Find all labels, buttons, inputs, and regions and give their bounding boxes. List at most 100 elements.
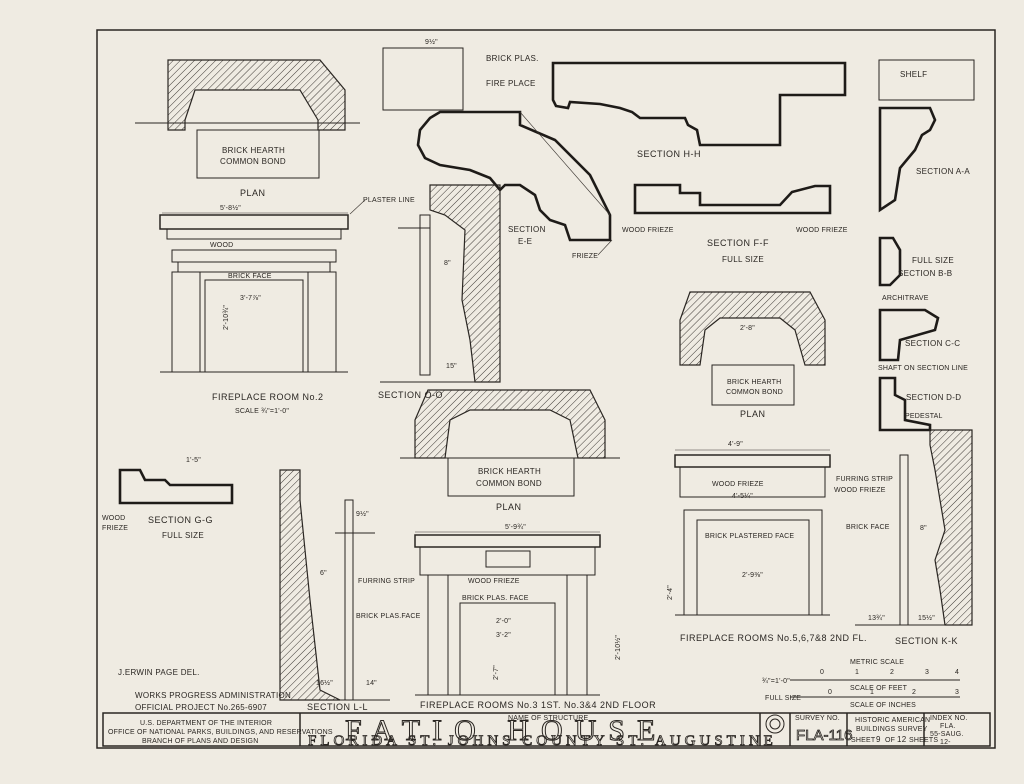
dim-2-9-3-8: 2'-9⅜" — [742, 572, 763, 579]
title-main: FATIO HOUSE — [345, 714, 667, 747]
plan-label-1: PLAN — [240, 188, 266, 198]
sections-b-c-d: FULL SIZE SECTION B-B ARCHITRAVE SECTION… — [878, 236, 968, 432]
metric-tick-1: 1 — [855, 669, 859, 676]
section-f-f-label: SECTION F-F — [707, 238, 769, 248]
fireplace-room-2-elevation: 5'-8½" PLASTER LINE WOOD BRICK FACE 3'-7… — [159, 197, 415, 415]
survey-code: FLA-116 — [796, 727, 852, 744]
full-size-label-3: FULL SIZE — [162, 531, 204, 540]
dim-5-8half: 5'-8½" — [220, 204, 241, 212]
section-l-l-label: SECTION L-L — [307, 702, 368, 712]
common-bond-label-3: COMMON BOND — [476, 479, 542, 488]
section-g-g-label: SECTION G-G — [148, 515, 213, 525]
hearth-plan-rooms-3-4: BRICK HEARTH COMMON BOND PLAN — [400, 389, 620, 512]
section-d-d-label: SECTION D-D — [906, 393, 961, 402]
brick-hearth-label: BRICK HEARTH — [222, 146, 285, 155]
section-f-f: WOOD FRIEZE WOOD FRIEZE SECTION F-F FULL… — [622, 183, 848, 264]
survey-no-label: SURVEY NO. — [795, 715, 840, 722]
sheet-border — [96, 29, 996, 749]
habs-seal-icon — [765, 714, 785, 734]
index-line-2: 55-SAUG. — [930, 731, 964, 738]
metric-tick-0: 0 — [820, 669, 824, 676]
inch-tick-1: 1 — [870, 689, 874, 696]
section-k-k-label: SECTION K-K — [895, 636, 958, 646]
sheet-label: SHEET — [851, 737, 876, 744]
section-g-g: 1'-5" WOOD FRIEZE SECTION G-G FULL SIZE — [102, 457, 234, 540]
brick-plas-label: BRICK PLAS. — [486, 54, 539, 63]
dim-8-2: 8" — [920, 525, 927, 532]
sheets-label: SHEETS — [909, 737, 938, 744]
metric-scale-label: METRIC SCALE — [850, 659, 904, 666]
wood-frieze-label-5: WOOD FRIEZE — [834, 487, 886, 494]
dim-15half: 15½" — [918, 614, 935, 622]
fire-place-label: FIRE PLACE — [486, 79, 536, 88]
title-sub: FLORIDA ST. JOHNS COUNTY ST. AUGUSTINE — [308, 733, 777, 749]
brick-face-label: BRICK FACE — [228, 273, 272, 280]
of-label: OF — [885, 737, 895, 744]
section-o-o-label: SECTION O-O — [378, 390, 443, 400]
section-l-l: 9½" 6" FURRING STRIP BRICK PLAS.FACE 16½… — [279, 469, 421, 712]
official-project-label: OFFICIAL PROJECT No.265-6907 — [135, 703, 267, 712]
plaster-line-label: PLASTER LINE — [363, 197, 415, 204]
usdi-label: U.S. DEPARTMENT OF THE INTERIOR — [140, 720, 272, 727]
full-size-label-1: FULL SIZE — [722, 255, 764, 264]
dim-3-7-8: 3'-7⅞" — [240, 295, 261, 302]
pedestal-label: PEDESTAL — [905, 413, 943, 420]
frieze-label-2: FRIEZE — [102, 525, 128, 532]
brick-hearth-label-3: BRICK HEARTH — [478, 467, 541, 476]
inch-tick-3: 3 — [955, 689, 959, 696]
dim-15: 15" — [446, 363, 457, 370]
scale-feet-label: SCALE OF FEET — [850, 685, 908, 692]
brick-plas-face-label: BRICK PLAS.FACE — [356, 613, 421, 620]
furring-strip-label: FURRING STRIP — [358, 578, 415, 585]
dim-16half: 16½" — [316, 679, 333, 687]
dim-8: 8" — [444, 260, 451, 267]
sheets-total: 12 — [897, 735, 907, 744]
metric-tick-4: 4 — [955, 669, 959, 676]
dim-9half-2: 9½" — [356, 510, 369, 518]
dim-6: 6" — [320, 570, 327, 577]
name-of-structure-label: NAME OF STRUCTURE — [508, 715, 589, 722]
brick-plas-face-label-2: BRICK PLAS. FACE — [462, 595, 529, 602]
common-bond-label: COMMON BOND — [220, 157, 286, 166]
branch-label: BRANCH OF PLANS AND DESIGN — [142, 738, 258, 745]
fireplace-rooms-5-8-elevation: 4'-9" WOOD FRIEZE 4'-5¼" BRICK PLASTERED… — [667, 441, 867, 643]
hearth-plan-room-2: BRICK HEARTH COMMON BOND PLAN — [135, 59, 360, 198]
dim-2-0: 2'-0" — [496, 618, 511, 625]
graphic-scales: METRIC SCALE 0 1 2 3 4 ¾"=1'-0" SCALE OF… — [762, 659, 960, 709]
dim-4-5-1-4: 4'-5¼" — [732, 493, 753, 500]
dim-5-9-3-4: 5'-9¾" — [505, 524, 526, 531]
section-o-o: 8" 15" SECTION O-O — [378, 184, 501, 400]
plan-label-3: PLAN — [740, 409, 766, 419]
section-e-e-label-2: E-E — [518, 237, 532, 246]
wood-label-2: WOOD — [102, 515, 125, 522]
fireplace-rooms-3-label: FIREPLACE ROOMS No.3 1ST. No.3&4 2ND FLO… — [420, 700, 656, 710]
plan-label-2: PLAN — [496, 502, 522, 512]
brick-face-label-2: BRICK FACE — [846, 524, 890, 531]
habs-line-2: BUILDINGS SURVEY — [856, 726, 928, 733]
dim-4-9: 4'-9" — [728, 441, 743, 448]
shelf-label: SHELF — [900, 70, 927, 79]
section-a-a-label: SECTION A-A — [916, 167, 970, 176]
credits: J.ERWIN PAGE DEL. WORKS PROGRESS ADMINIS… — [118, 668, 291, 712]
furring-strip-label-2: FURRING STRIP — [836, 476, 893, 483]
scale-label-2: ¾"=1'-0" — [762, 678, 790, 685]
dim-2-7: 2'-7" — [493, 665, 500, 680]
dim-2-10-3-4: 2'-10¾" — [223, 305, 230, 330]
sheet-number: 9 — [876, 735, 881, 744]
inch-tick-2: 2 — [912, 689, 916, 696]
section-h-h-label: SECTION H-H — [637, 149, 701, 159]
office-parks-label: OFFICE OF NATIONAL PARKS, BUILDINGS, AND… — [108, 729, 333, 736]
dim-3-2: 3'-2" — [496, 632, 511, 639]
fireplace-room-2-label: FIREPLACE ROOM No.2 — [212, 392, 324, 402]
habs-seal-inner — [769, 718, 781, 730]
full-size-label-2: FULL SIZE — [912, 256, 954, 265]
wood-frieze-label-3: WOOD FRIEZE — [468, 578, 520, 585]
delineator-label: J.ERWIN PAGE DEL. — [118, 668, 200, 677]
index-line-1: FLA. — [940, 723, 956, 730]
dim-2-10: 2'-10½" — [614, 635, 622, 660]
wood-frieze-label-1: WOOD FRIEZE — [622, 227, 674, 234]
index-line-3: 12- — [940, 739, 951, 746]
metric-tick-2: 2 — [890, 669, 894, 676]
fireplace-rooms-5-label: FIREPLACE ROOMS No.5,6,7&8 2ND FL. — [680, 633, 867, 643]
